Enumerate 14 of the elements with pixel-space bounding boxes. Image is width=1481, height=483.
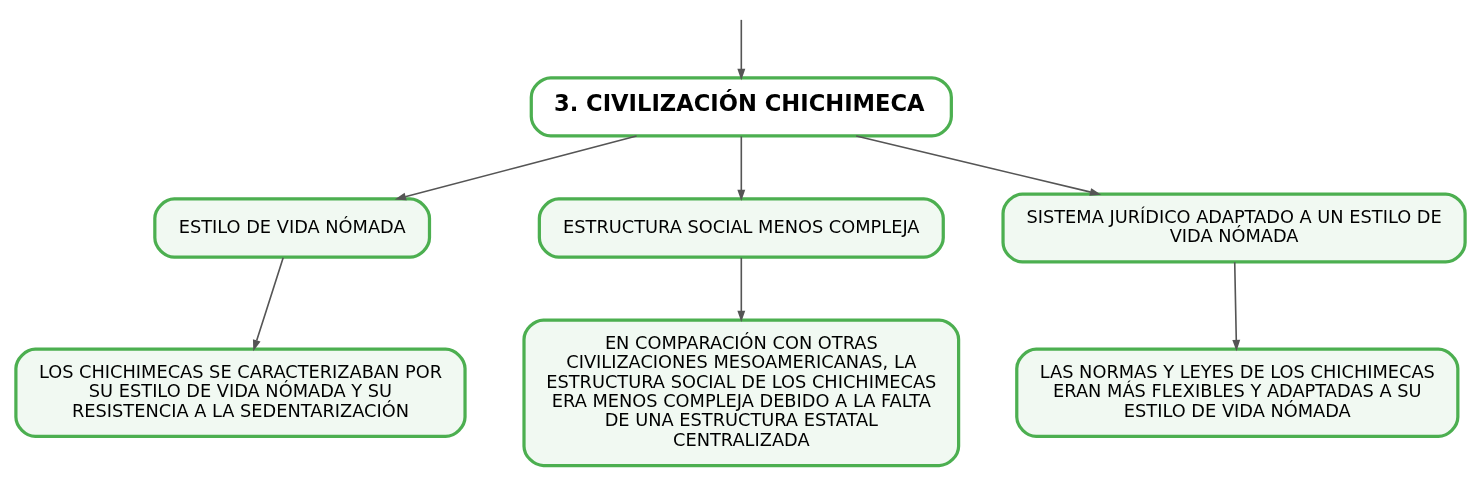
- node-box: ESTILO DE VIDA NÓMADA: [153, 196, 432, 259]
- arrow: [737, 18, 746, 80]
- arrow: [1232, 261, 1241, 351]
- arrow: [252, 256, 284, 351]
- node-box: EN COMPARACIÓN CON OTRAS CIVILIZACIONES MESOAMERICANAS, LA ESTRUCTURA SOCIAL DE LOS CHICHIMECAS ERA MENOS COMPLEJA DEBIDO A LA FALTA DE UNA ESTRUCTURA ESTATAL CENTRALIZADA: [522, 318, 961, 467]
- node-box: LOS CHICHIMECAS SE CARACTERIZABAN POR SU ESTILO DE VIDA NÓMADA Y SU RESISTENCIA A LA SEDENTARIZACIÓN: [14, 347, 467, 438]
- node-box: LAS NORMAS Y LEYES DE LOS CHICHIMECAS ERAN MÁS FLEXIBLES Y ADAPTADAS A SU ESTILO DE VIDA NÓMADA: [1015, 347, 1460, 438]
- arrow: [394, 134, 638, 200]
- arrow: [737, 135, 746, 201]
- node-box: SISTEMA JURÍDICO ADAPTADO A UN ESTILO DE VIDA NÓMADA: [1001, 192, 1467, 264]
- arrow: [855, 134, 1102, 196]
- node-box: ESTRUCTURA SOCIAL MENOS COMPLEJA: [537, 196, 945, 259]
- arrow: [737, 256, 746, 322]
- node-box: 3. CIVILIZACIÓN CHICHIMECA: [529, 75, 953, 138]
